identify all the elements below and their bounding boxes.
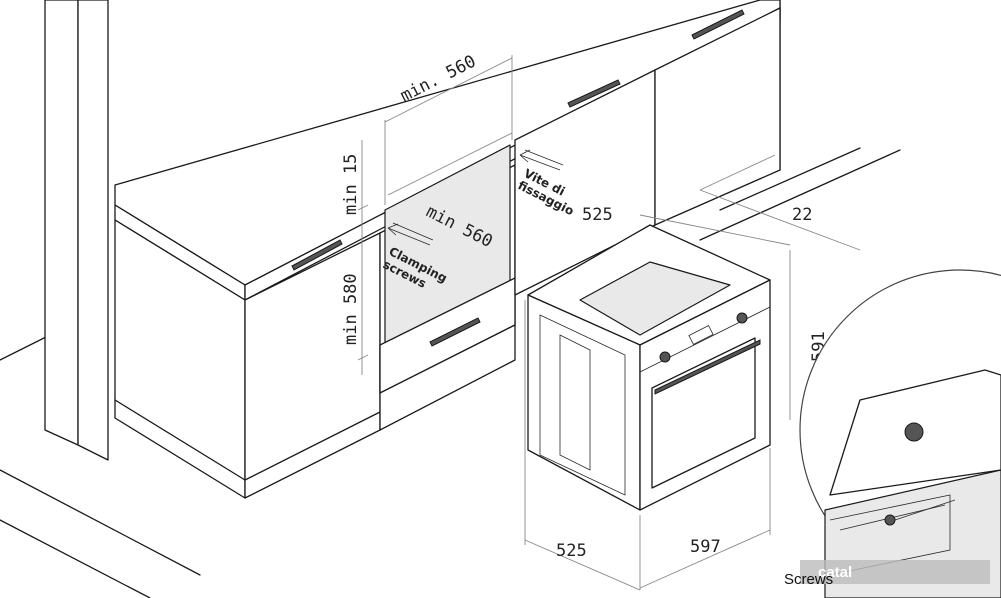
arrow-left-icon <box>387 222 434 246</box>
floor <box>0 147 901 598</box>
oven-display <box>688 325 714 345</box>
cabinet-handle <box>291 239 343 271</box>
dim-oven-width: 597 <box>690 537 721 557</box>
dim-front-panel: 22 <box>792 205 812 225</box>
drawer-handle <box>429 317 481 347</box>
dim-oven-depth-top: 525 <box>582 205 613 225</box>
niche-dimension-lines <box>357 55 513 375</box>
knob-left-icon <box>659 351 671 363</box>
arrow-left-icon <box>519 149 564 171</box>
screws-caption: Screws <box>784 571 833 588</box>
screw-icon <box>884 514 896 526</box>
oven-dimension-lines <box>524 154 861 591</box>
dim-niche-height: min 580 <box>341 273 361 345</box>
knob-right-icon <box>736 312 748 324</box>
dim-oven-depth-bottom: 525 <box>556 541 587 561</box>
cabinet-handle-right-2 <box>691 9 745 40</box>
dim-top-gap: min 15 <box>341 154 361 215</box>
oven-niche <box>379 144 516 431</box>
oven-door-glass <box>651 337 756 489</box>
oven <box>527 224 771 511</box>
oven-handle <box>654 339 761 395</box>
wall-column <box>44 0 781 461</box>
screw-detail-callout <box>799 269 1001 598</box>
knob-detail-icon <box>904 422 924 442</box>
right-cabinet <box>514 7 781 296</box>
cabinet-handle-right-1 <box>567 79 621 108</box>
watermark-text: catal <box>818 564 852 581</box>
watermark-bar <box>800 560 990 584</box>
left-cabinet <box>114 219 381 499</box>
